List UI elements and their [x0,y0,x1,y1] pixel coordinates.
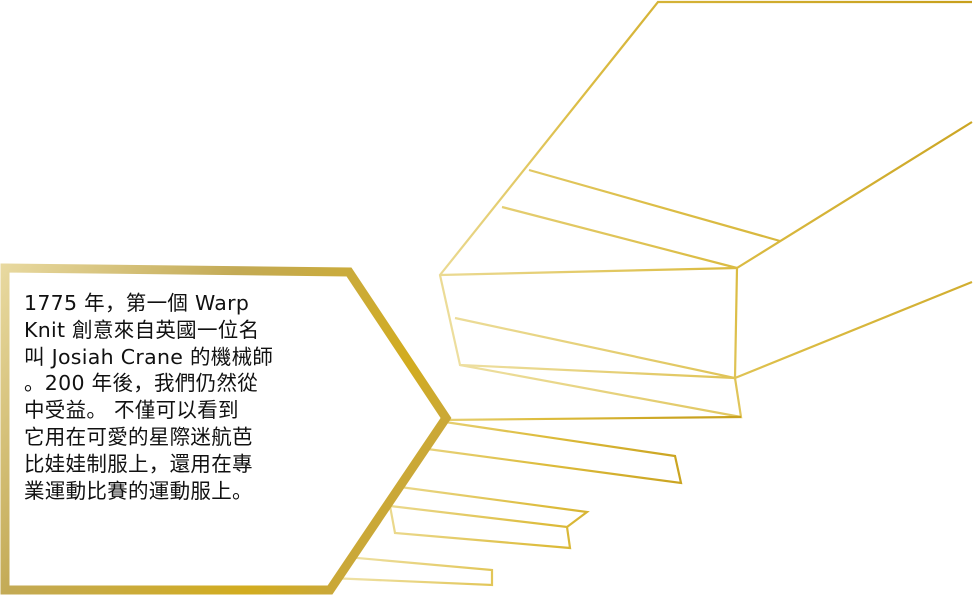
panel-line: 業運動比賽的運動服上。 [24,478,253,503]
panel-line: 比娃娃制服上，還用在專 [24,451,253,476]
panel-line: 1775 年，第一個 Warp [24,291,250,315]
stair-bars [329,415,742,587]
box-shape [438,0,973,419]
panel-line: 叫 Josiah Crane 的機械師 [24,344,274,369]
panel-paragraph: 1775 年，第一個 Warp Knit 創意來自英國一位名 叫 Josiah … [24,290,314,504]
panel-line: Knit 創意來自英國一位名 [24,317,260,342]
panel-line: 中受益。 不僅可以看到 [24,398,239,423]
panel-line: 它用在可愛的星際迷航芭 [24,424,253,449]
text-panel-border [0,263,452,595]
panel-line: 。200 年後，我們仍然從 [24,371,259,396]
